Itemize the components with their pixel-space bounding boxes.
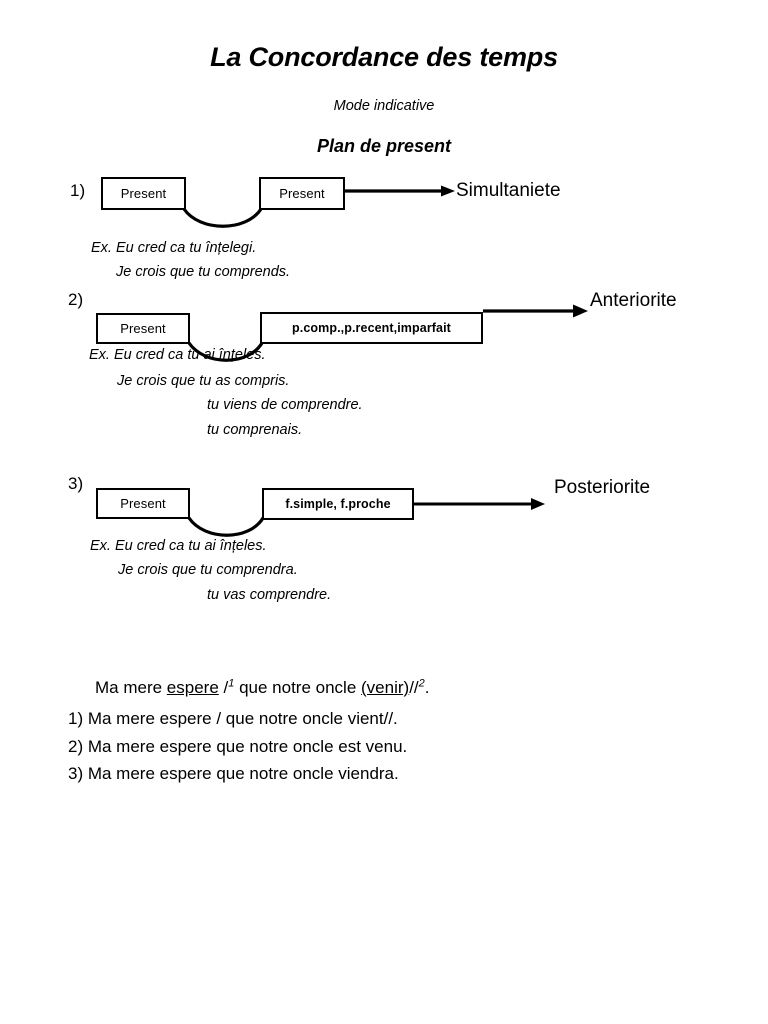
tense-box-left-3: Present xyxy=(96,488,190,519)
example-line-2-1: Je crois que tu as compris. xyxy=(117,373,290,389)
answer-line-1: 1) Ma mere espere / que notre oncle vien… xyxy=(68,709,398,728)
example-line-3-2: tu vas comprendre. xyxy=(207,587,332,603)
result-label-simultaniete: Simultaniete xyxy=(456,180,561,201)
diagram-number-1: 1) xyxy=(70,181,86,200)
prompt-verb-espere: espere xyxy=(166,678,219,697)
example-line-3-1: Je crois que tu comprendra. xyxy=(118,562,298,578)
document-subtitle: Mode indicative xyxy=(333,98,435,114)
prompt-verb-venir: (venir) xyxy=(361,678,410,697)
answer-line-3: 3) Ma mere espere que notre oncle viendr… xyxy=(68,764,399,783)
arrow-head-3 xyxy=(531,498,545,510)
tense-box-left-2: Present xyxy=(96,313,190,344)
section-title: Plan de present xyxy=(316,136,452,156)
example-line-2-2: tu viens de comprendre. xyxy=(207,397,363,413)
curve-connector-1 xyxy=(182,207,263,228)
example-line-1-0: Ex. Eu cred ca tu înțelegi. xyxy=(91,240,257,256)
exercise-prompt: Ma mere espere /1 que notre oncle (venir… xyxy=(95,677,430,697)
curve-connector-2 xyxy=(187,341,264,362)
example-line-2-3: tu comprenais. xyxy=(207,422,303,438)
tense-box-left-1: Present xyxy=(101,177,186,210)
prompt-part4: // xyxy=(409,678,419,697)
arrow-head-2 xyxy=(573,304,588,318)
tense-box-right-2: p.comp.,p.recent,imparfait xyxy=(260,312,483,344)
tense-box-right-3: f.simple, f.proche xyxy=(262,488,414,520)
page-title: La Concordance des temps xyxy=(210,42,558,72)
prompt-part3: que notre oncle xyxy=(234,678,362,697)
curve-connector-3 xyxy=(187,516,265,537)
prompt-superscript-2: 2 xyxy=(418,677,425,690)
prompt-part5: . xyxy=(424,678,430,697)
diagram-number-3: 3) xyxy=(68,474,84,493)
prompt-part2: / xyxy=(218,678,229,697)
result-label-anteriorite: Anteriorite xyxy=(590,290,677,311)
example-line-1-1: Je crois que tu comprends. xyxy=(116,264,291,280)
prompt-part1: Ma mere xyxy=(95,678,167,697)
result-label-posteriorite: Posteriorite xyxy=(554,477,651,498)
tense-box-right-1: Present xyxy=(259,177,345,210)
arrow-head-1 xyxy=(441,185,455,197)
example-line-3-0: Ex. Eu cred ca tu ai înțeles. xyxy=(90,538,267,554)
prompt-superscript-1: 1 xyxy=(228,677,235,690)
diagram-number-2: 2) xyxy=(68,290,84,309)
answer-line-2: 2) Ma mere espere que notre oncle est ve… xyxy=(68,737,408,756)
